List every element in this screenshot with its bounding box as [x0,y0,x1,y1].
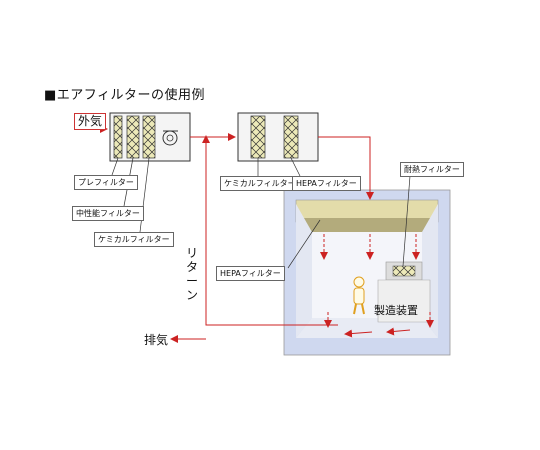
heat-resistant-filter-label: 耐熱フィルター [400,162,464,177]
clean-room [283,189,451,356]
chemical-filter-label-1: ケミカルフィルター [94,232,174,247]
exhaust-label: 排気 [144,333,169,347]
intake-air-handler [109,112,191,162]
manufacturing-equipment [377,261,431,323]
return-label: リターン [186,246,199,302]
hepa-filter-label-top: HEPAフィルター [292,176,361,191]
equipment-label: 製造装置 [374,304,418,317]
worker-figure [353,276,365,315]
airflow-arrows [78,125,434,343]
medium-filter-label: 中性能フィルター [72,206,144,221]
outside-air-label: 外気 [74,113,107,130]
prefilter-label: プレフィルター [74,175,138,190]
diagram-title: ■エアフィルターの使用例 [44,88,206,103]
chemical-hepa-unit [237,112,319,162]
hepa-filter-label-room: HEPAフィルター [216,266,285,281]
chemical-filter-label-2: ケミカルフィルター [220,176,300,191]
